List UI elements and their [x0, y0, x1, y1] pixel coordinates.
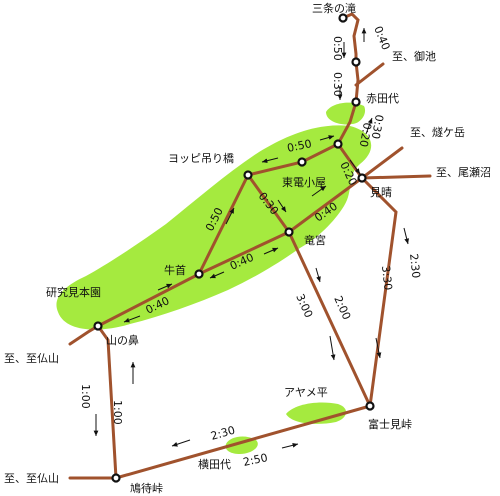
arrow [171, 439, 191, 447]
arrow [261, 157, 279, 164]
time-label: 0:20 [357, 121, 374, 148]
arrow [123, 315, 141, 323]
arrow [209, 271, 225, 279]
node-yamanohana [93, 321, 103, 331]
label-ayame: アヤメ平 [284, 386, 328, 399]
node-junction-ne [333, 139, 343, 149]
label-hiuchi: 至、燧ケ岳 [410, 125, 465, 139]
trail-miharashi-fujimi [360, 176, 398, 408]
label-oike: 至、御池 [392, 49, 436, 63]
time-label: 0:30 [369, 113, 386, 140]
node-miharashi [357, 173, 367, 183]
trail-yoppi-ryugu [246, 173, 291, 234]
label-kenkyu: 研究見本園 [46, 285, 101, 299]
arrow [329, 335, 336, 361]
trail-miharashi-oze [360, 174, 432, 180]
label-fujimi: 富士見峠 [368, 417, 412, 431]
node-fujimi [365, 401, 375, 411]
label-hotoke2: 至、至仏山 [4, 472, 59, 485]
node-higashiden [297, 157, 307, 167]
trail-miharashi-hiuchi [360, 146, 404, 180]
label-akatashiro: 赤田代 [366, 92, 399, 105]
time-label: 2:30 [407, 253, 423, 279]
node-upper [351, 57, 361, 67]
place-labels: 三条の滝 至、御池 赤田代 至、燧ケ岳 至、尾瀬沼 見晴 ヨッピ吊り橋 東電小屋… [4, 1, 491, 495]
arrow [375, 337, 382, 359]
trail-yamanohana-hatomachi [96, 324, 118, 480]
label-higashiden: 東電小屋 [282, 176, 326, 189]
trail-fujimi-hatomachi [114, 404, 372, 480]
arrow [365, 117, 373, 135]
time-label: 0:40 [371, 24, 392, 52]
trail-akatashiro-oike [354, 62, 385, 87]
arrow [225, 207, 235, 225]
time-label: 3:00 [293, 292, 315, 320]
time-label: 0:50 [286, 137, 313, 155]
trail-ryugu-miharashi [287, 176, 364, 234]
trail-akatashiro-miharashi [336, 100, 364, 180]
direction-arrows [93, 28, 410, 449]
trail-akatashiro-segment [354, 60, 360, 104]
time-label: 0:50 [331, 36, 344, 61]
node-yoppi [243, 170, 253, 180]
arrow [281, 442, 299, 449]
node-sanjo [338, 13, 348, 23]
time-label: 1:00 [111, 400, 124, 425]
node-akatashiro [351, 97, 361, 107]
time-label: 1:00 [79, 384, 92, 409]
arrow [349, 159, 361, 175]
arrow [311, 185, 327, 197]
trail-sanjo-akatashiro [341, 12, 360, 64]
arrow [403, 227, 410, 245]
arrow [263, 247, 279, 255]
arrow [319, 135, 335, 141]
time-label: 3:30 [379, 265, 395, 291]
arrow [315, 267, 321, 283]
node-ushikubi [194, 269, 204, 279]
label-hotoke1: 至、至仏山 [4, 352, 59, 365]
node-hatomachi [111, 473, 121, 483]
node-ryugu [284, 227, 294, 237]
arrow [157, 283, 173, 291]
label-ushikubi: 牛首 [164, 263, 186, 277]
label-yamanohana: 山の鼻 [106, 333, 139, 347]
label-oze: 至、尾瀬沼 [436, 165, 491, 179]
arrow [277, 199, 287, 213]
label-sanjo: 三条の滝 [312, 1, 356, 15]
time-label: 0:30 [331, 72, 344, 97]
marsh-oze-ga-hara [56, 125, 372, 330]
label-miharashi: 見晴 [370, 186, 392, 199]
junctions [93, 13, 375, 483]
time-label: 2:50 [242, 451, 269, 469]
marsh-akatashiro [326, 102, 366, 125]
label-ryugu: 竜宮 [304, 233, 326, 247]
label-hatomachi: 鳩待峠 [130, 481, 163, 495]
time-label: 2:00 [331, 294, 353, 322]
label-yoppi: ヨッピ吊り橋 [168, 151, 234, 165]
label-yokotashiro: 横田代 [198, 457, 231, 471]
trail-ryugu-fujimi [287, 230, 372, 408]
trail-ushikubi-yoppi [197, 173, 250, 276]
